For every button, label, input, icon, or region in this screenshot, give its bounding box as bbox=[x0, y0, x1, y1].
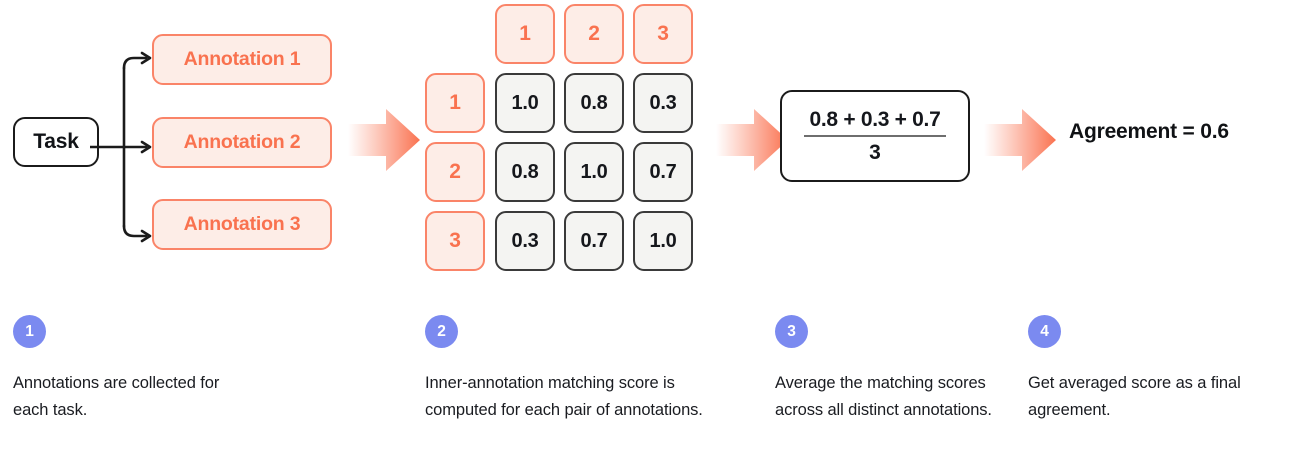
step-text-4: Get averaged score as a final agreement. bbox=[1028, 374, 1241, 419]
fraction-numerator: 0.8 + 0.3 + 0.7 bbox=[809, 107, 941, 131]
matrix-cell-r3c1: 0.3 bbox=[495, 211, 555, 271]
matrix-cell-r2c2: 1.0 bbox=[564, 142, 624, 202]
step-1: 1 Annotations are collected for each tas… bbox=[13, 315, 243, 424]
matrix-row-header-3: 3 bbox=[425, 211, 485, 271]
step-number-badge-2: 2 bbox=[425, 315, 458, 348]
annotation-box-3: Annotation 3 bbox=[152, 199, 332, 250]
agreement-result: Agreement = 0.6 bbox=[1069, 120, 1229, 143]
task-box-label: Task bbox=[33, 130, 79, 153]
step-number-badge-4: 4 bbox=[1028, 315, 1061, 348]
annotation-label-2: Annotation 2 bbox=[183, 131, 301, 153]
step-4: 4 Get averaged score as a final agreemen… bbox=[1028, 315, 1278, 424]
annotation-label-1: Annotation 1 bbox=[183, 48, 301, 70]
fraction-denominator: 3 bbox=[869, 140, 881, 164]
annotation-label-3: Annotation 3 bbox=[183, 213, 301, 235]
matrix-col-header-2: 2 bbox=[564, 4, 624, 64]
matrix-cell-r1c1: 1.0 bbox=[495, 73, 555, 133]
step-3: 3 Average the matching scores across all… bbox=[775, 315, 1025, 424]
step-2: 2 Inner-annotation matching score is com… bbox=[425, 315, 705, 424]
task-branch-connector bbox=[90, 51, 152, 243]
arrow-right-icon-2 bbox=[716, 109, 788, 171]
step-text-1: Annotations are collected for each task. bbox=[13, 374, 220, 419]
step-text-3: Average the matching scores across all d… bbox=[775, 374, 992, 419]
average-formula-box: 0.8 + 0.3 + 0.7 3 bbox=[780, 90, 970, 182]
matrix-col-header-3: 3 bbox=[633, 4, 693, 64]
fraction: 0.8 + 0.3 + 0.7 3 bbox=[804, 108, 946, 165]
step-text-2: Inner-annotation matching score is compu… bbox=[425, 374, 703, 419]
task-box: Task bbox=[13, 117, 99, 167]
agreement-matrix: 1 2 3 1 2 3 1.0 0.8 0.3 0.8 1.0 0.7 0.3 … bbox=[425, 4, 705, 272]
matrix-row-header-1: 1 bbox=[425, 73, 485, 133]
matrix-cell-r3c2: 0.7 bbox=[564, 211, 624, 271]
matrix-col-header-1: 1 bbox=[495, 4, 555, 64]
step-number-badge-3: 3 bbox=[775, 315, 808, 348]
matrix-row-header-2: 2 bbox=[425, 142, 485, 202]
matrix-cell-r1c3: 0.3 bbox=[633, 73, 693, 133]
arrow-right-icon-3 bbox=[984, 109, 1056, 171]
fraction-bar bbox=[804, 134, 946, 137]
annotation-box-2: Annotation 2 bbox=[152, 117, 332, 168]
matrix-cell-r3c3: 1.0 bbox=[633, 211, 693, 271]
matrix-cell-r2c1: 0.8 bbox=[495, 142, 555, 202]
matrix-cell-r2c3: 0.7 bbox=[633, 142, 693, 202]
matrix-cell-r1c2: 0.8 bbox=[564, 73, 624, 133]
step-number-badge-1: 1 bbox=[13, 315, 46, 348]
arrow-right-icon-1 bbox=[348, 109, 420, 171]
annotation-box-1: Annotation 1 bbox=[152, 34, 332, 85]
